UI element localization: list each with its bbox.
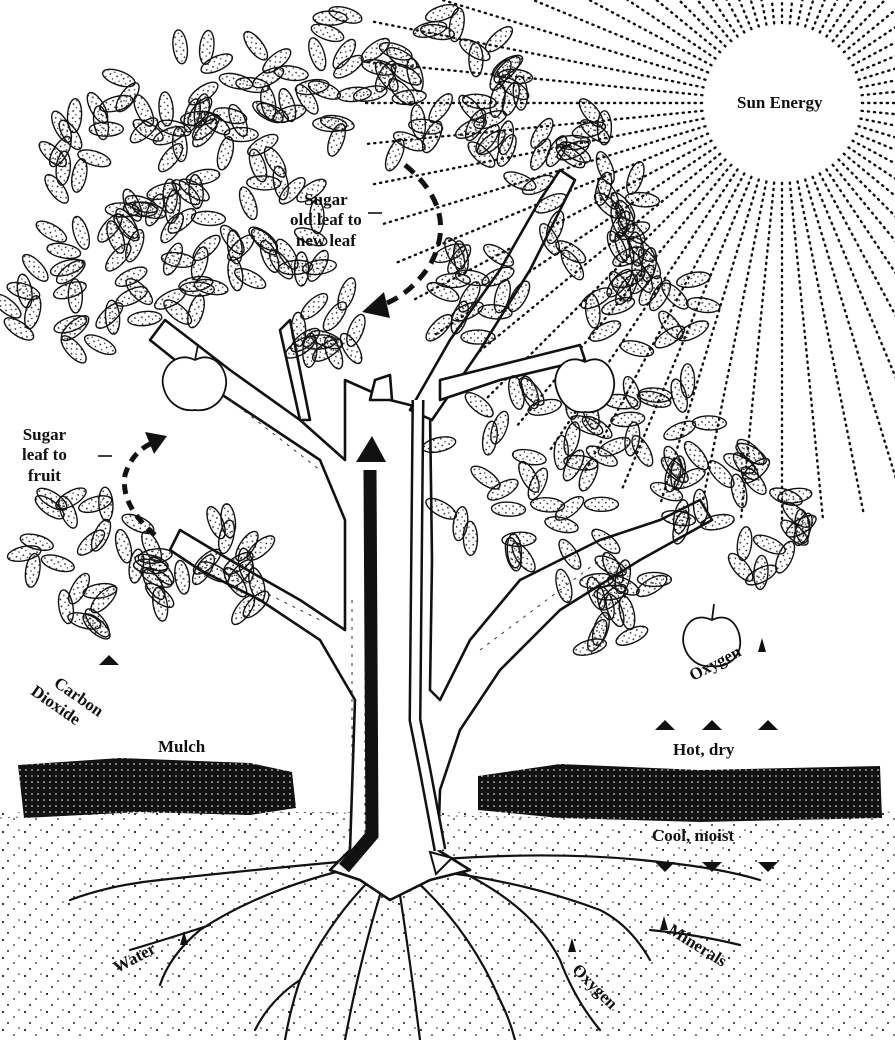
sugar-fruit-line-3: fruit [22, 466, 67, 486]
leaf [468, 462, 504, 493]
leaf [751, 531, 788, 558]
leaf [33, 217, 69, 246]
sun-ray [839, 0, 895, 46]
leaf [173, 559, 192, 595]
apple-left [163, 357, 227, 410]
sun-ray [859, 0, 895, 80]
sugar-old-line-3: new leaf [290, 231, 362, 251]
sun-ray [844, 154, 895, 370]
leaf [67, 98, 83, 133]
leaf [98, 92, 135, 115]
sugar-old-to-new-arrowhead [362, 292, 390, 318]
mulch-label: Mulch [158, 737, 205, 757]
leaf [246, 175, 280, 190]
apple-middle [555, 359, 614, 412]
sugar-old-line-1: Sugar [290, 190, 362, 210]
leaf [240, 28, 272, 63]
sun-ray [805, 0, 895, 26]
leaf [491, 501, 526, 516]
leaf [184, 293, 207, 330]
leaf [623, 160, 647, 197]
sugar-fruit-line-1: Sugar [22, 425, 67, 445]
soil-area [0, 812, 895, 1040]
leaf [274, 64, 310, 82]
leaf [236, 185, 261, 222]
leaf [226, 256, 245, 292]
leaf [100, 66, 137, 91]
sugar-old-to-new-label: Sugar old leaf to new leaf [290, 190, 362, 251]
leaf [68, 279, 83, 313]
sun-ray [820, 174, 895, 474]
leaf [735, 526, 753, 561]
leaf [40, 552, 77, 575]
leaf [680, 364, 694, 398]
leaf [572, 636, 609, 659]
sugar-to-fruit-label: Sugar leaf to fruit [22, 425, 67, 486]
leaf [127, 310, 162, 327]
leaf [218, 70, 254, 92]
sugar-fruit-line-2: leaf to [22, 445, 67, 465]
leaf [334, 276, 359, 313]
hot-dry-label: Hot, dry [673, 740, 734, 760]
leaf [584, 497, 618, 511]
leaf [637, 572, 671, 586]
leaf [171, 29, 189, 65]
leaf [46, 241, 82, 261]
cool-moist-label: Cool, moist [652, 826, 734, 846]
sun-ray [849, 147, 895, 336]
leaf [685, 296, 721, 315]
leaf [82, 331, 119, 359]
sun-ray [790, 183, 823, 521]
leaf [593, 149, 618, 186]
sun-ray [833, 165, 895, 428]
mulch-right [478, 764, 882, 822]
leaf [530, 497, 565, 514]
leaf [692, 416, 726, 431]
sugar-old-line-2: old leaf to [290, 210, 362, 230]
leaf [753, 555, 769, 590]
sun-ray [798, 181, 864, 514]
leaf [469, 43, 483, 77]
leaf [619, 338, 655, 359]
mulch-left [18, 758, 296, 818]
leaf [511, 447, 547, 467]
sun-ray [813, 0, 895, 29]
sun-ray [826, 170, 895, 453]
leaf [461, 330, 495, 344]
leaf [313, 11, 347, 25]
leaf [481, 420, 500, 456]
sun-ray [839, 160, 895, 400]
sun-ray [813, 177, 895, 491]
sun-ray [826, 0, 895, 36]
sun-energy-label: Sun Energy [737, 93, 823, 113]
leaf [113, 528, 135, 564]
sun-ray [660, 0, 759, 26]
leaf [305, 36, 329, 73]
